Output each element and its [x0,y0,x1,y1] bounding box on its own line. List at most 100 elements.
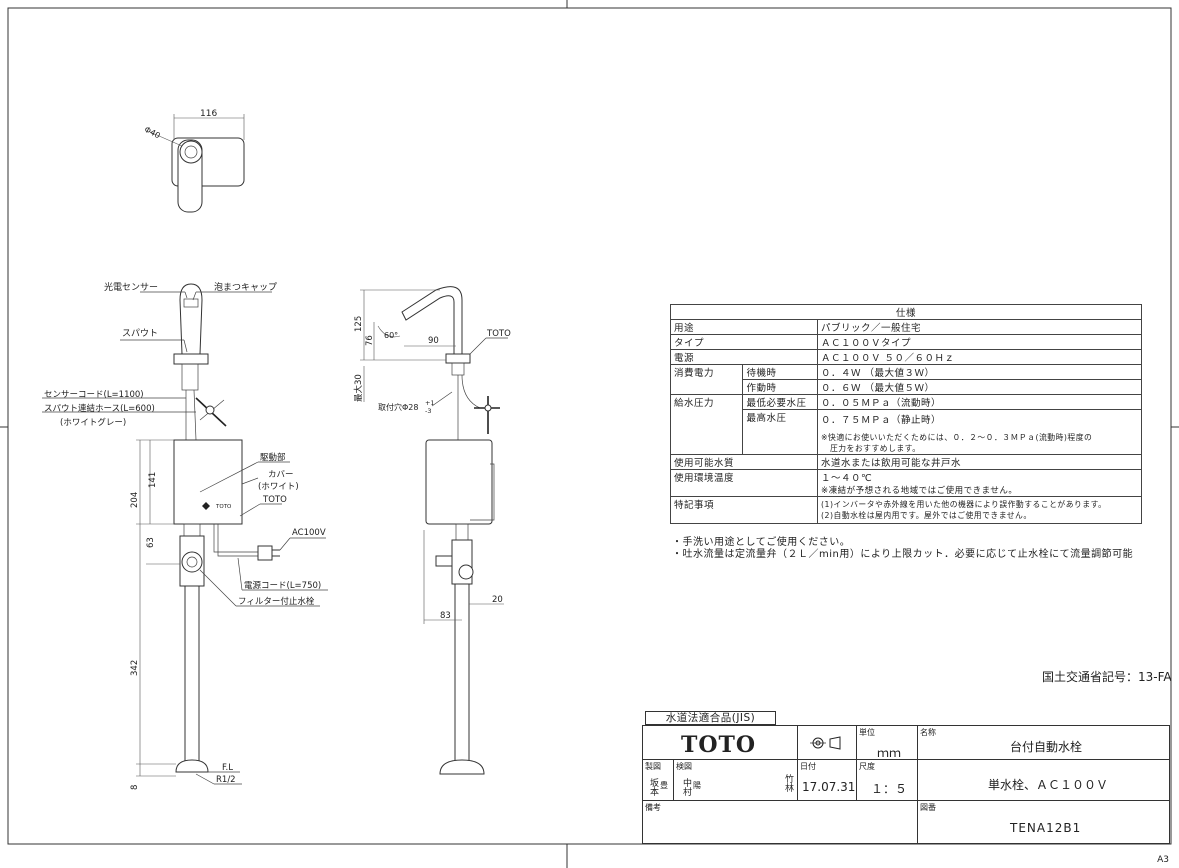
spec-value: ０．０５ＭＰａ（流動時） [817,394,1142,410]
spec-value: １〜４０℃ ※凍結が予想される地域ではご使用できません。 [817,469,1142,497]
temp-note: ※凍結が予想される地域ではご使用できません。 [821,486,1018,496]
spec-sublabel: 最低必要水圧 [742,394,818,410]
name-cell: 名称 台付自動水栓 [917,725,1170,760]
max-pressure-value: ０．７５ＭＰａ（静止時） [821,415,942,426]
label-aerator-cap: 泡まつキャップ [214,281,277,293]
label-toto-front: TOTO [262,495,287,505]
date-cell: 日付 17.07.31 [797,759,857,801]
label-toto-side: TOTO [486,329,511,339]
label-cover-color: (ホワイト) [258,482,299,492]
spec-row: 使用環境温度 １〜４０℃ ※凍結が予想される地域ではご使用できません。 [670,469,1142,497]
drive-unit-box [173,439,243,525]
dim-8: 8 [130,785,140,790]
third-angle-projection-icon [810,736,841,750]
drive-logo: TOTO [215,504,232,510]
dim-phi40: Φ40 [143,125,162,141]
top-view: 116 Φ40 [143,109,245,213]
logo-cell: TOTO [642,725,798,760]
special-note-2: (2)自動水栓は屋内用です。屋外ではご使用できません。 [821,511,1032,520]
spec-label: 消費電力 [669,364,744,395]
dim-125: 125 [354,316,364,332]
dim-60-degrees: 60° [384,331,398,340]
spec-value: ０．７５ＭＰａ（静止時） ※快適にお使いいただくためには、０．２〜０．３ＭＰａ(… [817,409,1142,455]
spec-value: ＡＣ１００Ｖタイプ [817,334,1142,350]
drawing-frame [7,7,1172,845]
drafter-cell: 製図 坂本 豊 [642,759,674,801]
dim-76: 76 [365,335,375,346]
drawing-number-label: 図番 [920,803,936,812]
spec-row: 用途 パブリック／一般住宅 [670,319,1142,335]
dim-63: 63 [146,537,156,548]
label-r12: R1/2 [216,775,236,785]
dim-mount-hole: 取付穴Φ28 [378,402,418,412]
note-line: ・手洗い用途としてご使用ください。 [672,537,851,548]
approver-name: 竹林 [783,774,793,792]
remarks-label: 備考 [645,803,661,812]
label-sensor-cord: センサーコード(L=1100) [44,390,144,400]
dim-83: 83 [440,611,451,621]
label-photo-sensor: 光電センサー [104,281,158,293]
scale-cell: 尺度 １：５ [856,759,918,801]
spec-label: タイプ [670,334,818,350]
unit-label: 単位 [859,728,875,737]
date-value: 17.07.31 [802,780,856,794]
drawing-number-cell: 図番 TENA12B1 [917,800,1170,844]
name-label: 名称 [920,728,936,737]
spec-value: ＡＣ１００Ｖ ５０／６０Ｈｚ [817,349,1142,365]
front-view: TOTO 光電センサー 泡まつキャップ スパウト センサーコード(L=1100)… [42,281,328,790]
pressure-note-1: ※快適にお使いいただくためには、０．２〜０．３ＭＰａ(流動時)程度の [821,433,1093,442]
spec-row: 電源 ＡＣ１００Ｖ ５０／６０Ｈｚ [670,349,1142,365]
dim-141: 141 [148,472,158,488]
side-drive-box [425,439,493,525]
mlit-code: 国土交通省記号：13-FA [1042,670,1172,684]
label-filter-valve: フィルター付止水栓 [238,596,315,607]
drafter-name: 坂本 [648,778,658,796]
spec-sublabel: 待機時 [742,364,818,380]
unit-value: ｍｍ [877,746,902,760]
product-name: 台付自動水栓 [1010,740,1083,754]
dim-hole-tol-plus: +1 [425,399,435,407]
dim-90: 90 [428,336,439,346]
spec-label: 電源 [670,349,818,365]
spec-label: 用途 [670,319,818,335]
spec-value: 水道水または飲用可能な井戸水 [817,454,1142,470]
spec-label: 特記事項 [670,496,818,524]
label-cover: カバー [268,470,294,480]
spec-label: 使用環境温度 [670,469,818,497]
dim-204: 204 [130,492,140,508]
jis-badge: 水道法適合品(JIS) [645,711,776,725]
drafter-label: 製図 [645,762,661,771]
spec-row: 消費電力 待機時 ０．４Ｗ （最大値３Ｗ） [669,364,1142,395]
dim-max30: 最大30 [353,374,364,402]
checker-stamp: 陽 [693,781,701,790]
spec-label: 使用可能水質 [670,454,818,470]
spec-sublabel: 最高水圧 [742,409,818,455]
projection-symbol-cell [797,725,857,760]
spec-row: 特記事項 (1)インバータや赤外線を用いた他の機器により誤作動することがあります… [670,496,1142,524]
dim-hole-tol-minus: -3 [425,407,431,415]
label-hose-color: (ホワイトグレー) [60,417,126,428]
spec-value: (1)インバータや赤外線を用いた他の機器により誤作動することがあります。 (2)… [817,496,1142,524]
sheet-size: A3 [1157,855,1169,865]
title-block: TOTO 単位 ｍｍ 名称 台付自動水栓 製図 坂本 豊 検図 中村 陽 竹林 … [642,725,1170,844]
spec-row: 最高水圧 ０．７５ＭＰａ（静止時） ※快適にお使いいただくためには、０．２〜０．… [671,409,1142,455]
remarks-cell: 備考 [642,800,918,844]
scale-value: １：５ [871,782,908,796]
spec-value: パブリック／一般住宅 [817,319,1142,335]
label-ac100v: AC100V [292,528,326,538]
product-subtitle: 単水栓、ＡＣ１００Ｖ [988,778,1109,792]
spec-row: 給水圧力 最低必要水圧 ０．０５ＭＰａ（流動時） [669,394,1142,455]
spec-sublabel: 作動時 [742,379,818,395]
dim-20: 20 [492,595,503,605]
spec-value: ０．６Ｗ （最大値５Ｗ） [817,379,1142,395]
checker-name: 中村 [681,778,691,796]
side-view: TOTO 125 76 最大30 90 60° 取付穴Φ28 +1 -3 83 … [353,286,511,775]
spec-row: タイプ ＡＣ１００Ｖタイプ [670,334,1142,350]
spec-value: ０．４Ｗ （最大値３Ｗ） [817,364,1142,380]
pressure-note-2: 圧力をおすすめします。 [830,444,921,453]
dim-116: 116 [200,109,217,119]
spec-label: 給水圧力 [669,394,744,455]
temp-value: １〜４０℃ [821,473,873,484]
spec-title: 仕様 [670,304,1142,320]
